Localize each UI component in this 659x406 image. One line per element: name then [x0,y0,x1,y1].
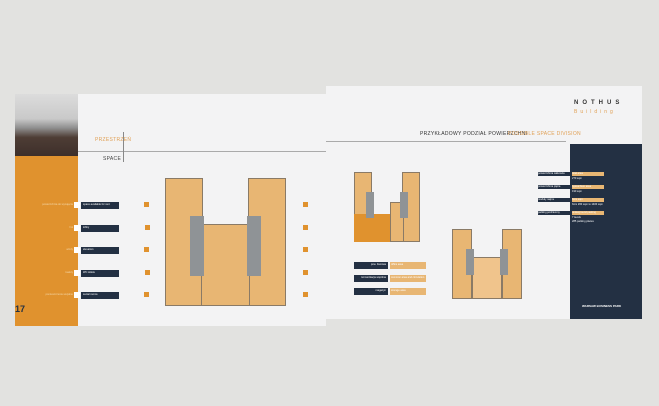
spec-title: from sqm [572,198,604,202]
plan-marker [303,224,308,230]
legend-label: hol [69,225,73,229]
plan-legend-value: storage area [390,288,426,295]
plan-marker [303,292,308,297]
plan-legend-value: office area [390,262,426,269]
spec-value: 7 levels [572,216,581,219]
floor-plan-large [165,178,286,306]
footer-logo: WARSAW BUSINESS PARK [582,304,622,308]
plan-marker [303,269,308,275]
divider [78,151,326,152]
legend-swatch [74,202,80,208]
plan-marker [144,247,149,252]
heading-pl: PRZYKŁADOWY PODZIAŁ POWIERZCHNI [420,131,528,137]
heading-en: SPACE [103,156,122,162]
plan-legend-label: komunikacja wspólna [354,275,388,282]
heading-en: POSSIBLE SPACE DIVISION [508,131,581,137]
navy-panel [570,144,642,319]
legend-value: lobby [81,224,119,232]
legend-swatch [74,269,80,276]
plan-legend-value: common area and circulation [390,275,426,282]
orange-column [15,156,78,326]
spec-value-2: 285 parking places [572,220,594,223]
page-number: 17 [15,304,26,314]
spec-label: parking podziemny [538,211,570,215]
legend-label: windy [66,248,73,251]
legend-label: pomieszczenia socjalne [45,293,73,296]
plan-marker [145,224,150,230]
logo-subtitle: Building [574,109,616,115]
plan-marker [144,202,149,207]
divider [123,132,124,162]
nothus-logo: NOTHUS [574,100,624,106]
spec-label: moduły najmu [538,198,570,202]
legend-label: powierzchnia do wynajęcia [42,203,73,206]
plan-marker [303,202,308,207]
legend-value: social rooms [81,292,119,299]
spec-value: 270 sqm [572,177,582,180]
legend-swatch [74,292,80,298]
spec-title: typical floor area [572,185,604,189]
floor-plan-small-1 [354,172,420,242]
plan-marker [303,247,308,252]
plan-marker [144,292,149,297]
plan-marker [145,269,150,275]
spec-label: powierzchnia piętra [538,185,570,189]
legend-swatch [74,247,80,253]
spec-value: 190 sqm [572,190,582,193]
right-page: PRZYKŁADOWY PODZIAŁ POWIERZCHNI POSSIBLE… [326,86,642,319]
legend-value: WC toilets [81,269,119,277]
plan-legend-label: pow. biurowa [354,262,388,269]
legend-value: space available for rent [81,202,119,209]
floor-plan-small-2 [452,229,522,299]
divider [326,141,566,142]
heading-pl: PRZESTRZEŃ [95,137,132,143]
plan-legend-label: magazyn [354,288,388,295]
legend-value: elevators [81,247,119,254]
spec-title: total area [572,172,604,176]
office-photo [15,94,78,156]
legend-swatch [74,224,80,231]
spec-title: underground parking [572,211,604,215]
legend-label: toalety [65,270,73,274]
spec-label: powierzchnia całkowita [538,172,570,176]
left-page: PRZESTRZEŃ SPACE 17 powierzchnia do wyna… [15,94,326,326]
spec-value: from 260 sqm to 1400 sqm [572,203,603,206]
